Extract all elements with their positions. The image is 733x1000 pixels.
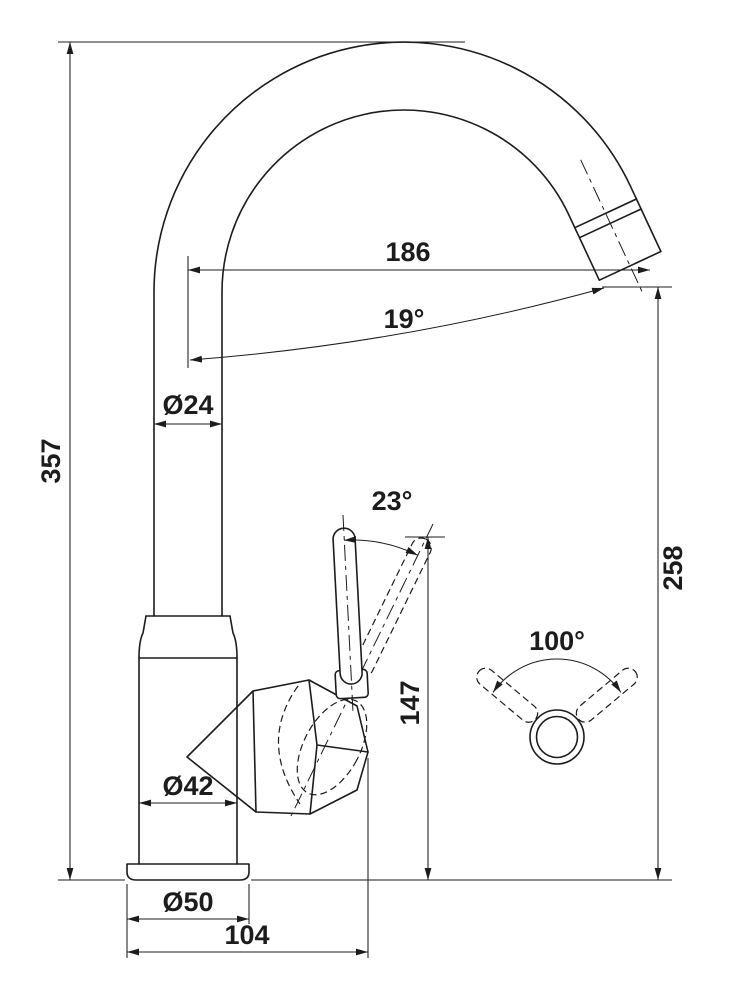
- dim-spout-angle-label: 19°: [384, 304, 425, 334]
- dim-handle-swing-arc: [492, 658, 622, 693]
- dim-tube-diameter-label: Ø24: [162, 390, 213, 420]
- valve-assembly: [186, 514, 434, 817]
- dim-handle-tilt-arc: [344, 536, 419, 556]
- dim-handle-height-label: 147: [395, 680, 425, 725]
- valve-hidden-curve-left: [277, 685, 301, 805]
- spout-axis-centerline: [580, 159, 643, 292]
- dim-handle-offset-label: 104: [224, 920, 269, 950]
- detail-inner-circle: [535, 715, 579, 759]
- handle-swing-detail: 100°: [476, 626, 638, 765]
- base-plate: [126, 863, 250, 881]
- valve-housing-polygon: [252, 679, 369, 815]
- detail-lever-right: [575, 667, 638, 723]
- dim-spout-angle-arc: [189, 287, 605, 363]
- dim-handle-swing-label: 100°: [529, 626, 585, 656]
- detail-outer-circle: [529, 709, 585, 765]
- valve-inner-facets: [308, 679, 369, 815]
- dim-spout-reach-label: 186: [385, 237, 430, 267]
- dim-overall-height-label: 357: [36, 438, 66, 483]
- dimension-annotations: 357 186 19° Ø24 23° 147 258 Ø42 Ø50: [36, 41, 688, 958]
- faucet-outline: [126, 41, 662, 881]
- collar-left-profile: [138, 615, 147, 659]
- aerator-mark-1: [574, 198, 638, 229]
- valve-cone-facet: [186, 690, 257, 813]
- dim-handle-tilt-label: 23°: [372, 486, 413, 516]
- detail-lever-left: [476, 667, 539, 723]
- dim-base-diameter-label: Ø50: [162, 887, 213, 917]
- dim-outlet-height-label: 258: [658, 545, 688, 590]
- valve-hidden-cartridge: [296, 698, 368, 796]
- collar-right-profile: [229, 615, 238, 659]
- dim-body-diameter-label: Ø42: [162, 771, 213, 801]
- spout-tube-outline: [153, 41, 662, 617]
